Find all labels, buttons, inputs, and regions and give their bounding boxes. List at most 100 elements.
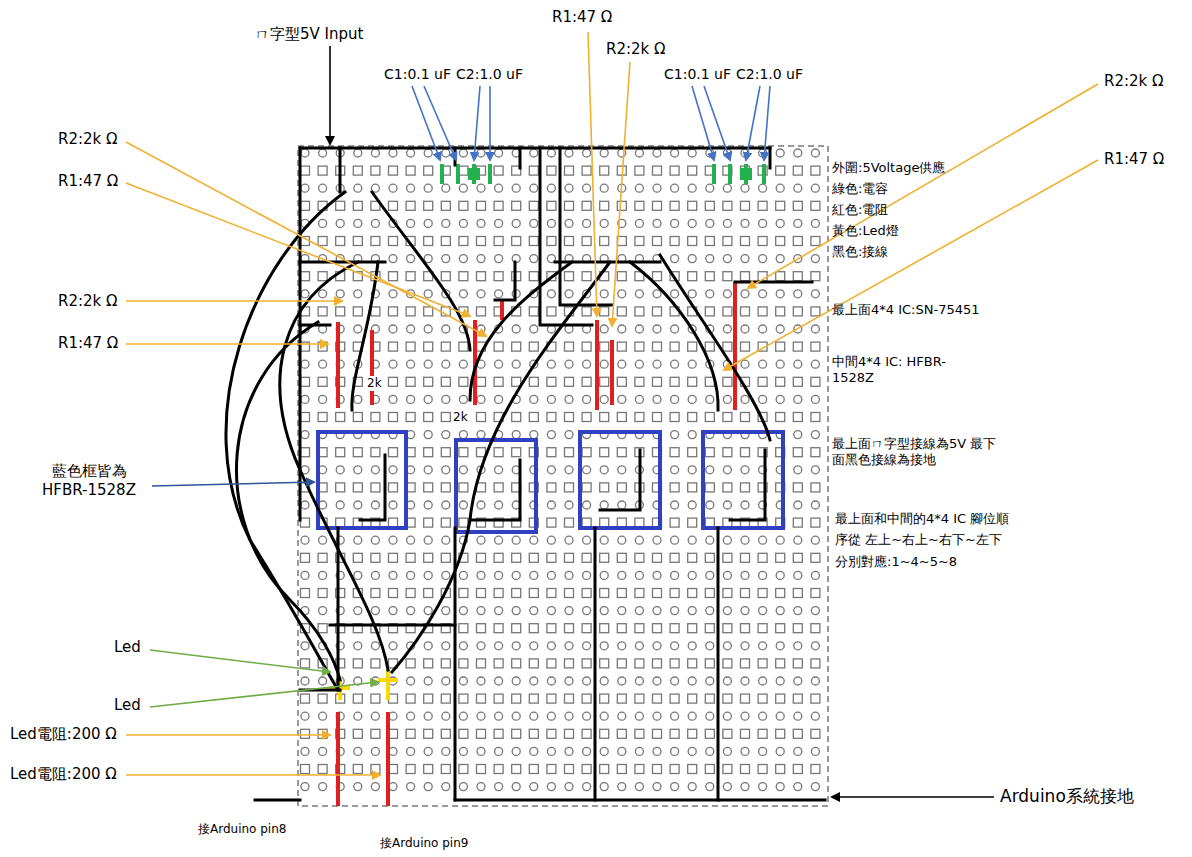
hole-square [529,624,538,633]
hole-round [706,466,714,474]
hole-round [653,783,661,791]
hole-round [354,184,362,192]
hole-round [618,712,626,720]
hole-square [406,201,415,210]
leader-line [588,32,597,316]
led-symbol [386,668,390,700]
hole-round [565,642,573,650]
hole-square [336,307,345,316]
hole-round [600,184,608,192]
hole-square [776,413,785,422]
hole-round [354,466,362,474]
hole-round [600,219,608,227]
hole-square [494,201,503,210]
hole-square [723,201,732,210]
hole-square [565,659,574,668]
hole-round [794,677,802,685]
hole-square [512,694,521,703]
callout-label: Led [114,638,141,657]
hole-round [811,536,819,544]
hole-round [512,536,520,544]
hole-square [371,694,380,703]
hole-round [407,149,415,157]
hole-round [301,536,309,544]
leader-line [126,774,380,776]
hole-square [741,237,750,246]
callout-label: Led電阻:200 Ω [10,725,117,744]
hole-round [354,501,362,509]
hole-square [512,237,521,246]
callout-label: R1:47 Ω [58,334,118,353]
hole-round [547,677,555,685]
hole-round [759,607,767,615]
hole-square [653,694,662,703]
hole-round [301,712,309,720]
hole-square [617,589,626,598]
hole-round [477,219,485,227]
hole-round [495,783,503,791]
leader-line [150,650,330,672]
hole-square [617,518,626,527]
hole-square [406,342,415,351]
hole-square [353,659,362,668]
hole-round [618,642,626,650]
hole-square [582,483,591,492]
wire [392,262,610,672]
hole-square [494,553,503,562]
hole-round [512,783,520,791]
hole-square [512,413,521,422]
hole-round [424,360,432,368]
hole-round [776,783,784,791]
hole-square [318,765,327,774]
hole-round [477,431,485,439]
hole-square [582,237,591,246]
hole-square [301,659,310,668]
hole-square [406,765,415,774]
hole-square [723,237,732,246]
hole-round [495,466,503,474]
hole-square [371,659,380,668]
hole-square [600,307,609,316]
hole-square [565,729,574,738]
hole-square [600,342,609,351]
hole-square [565,694,574,703]
hole-round [635,219,643,227]
hole-round [794,712,802,720]
hole-square [565,237,574,246]
hole-round [459,783,467,791]
hole-round [442,149,450,157]
hole-square [582,589,591,598]
hole-square [582,518,591,527]
hole-square [565,518,574,527]
hole-square [617,765,626,774]
hole-round [530,712,538,720]
hole-round [671,571,679,579]
hole-square [424,694,433,703]
hole-square [723,448,732,457]
hole-square [406,589,415,598]
hole-square [617,272,626,281]
hole-square [547,483,556,492]
hole-round [477,501,485,509]
hole-square [741,729,750,738]
hole-round [565,536,573,544]
hole-round [635,571,643,579]
hole-round [407,607,415,615]
hole-square [441,342,450,351]
hole-square [371,729,380,738]
hole-square [600,237,609,246]
hole-square [600,448,609,457]
hole-round [565,219,573,227]
hole-square [336,237,345,246]
hole-round [530,431,538,439]
hole-square [477,377,486,386]
hole-round [459,149,467,157]
hole-square [441,237,450,246]
hole-square [741,272,750,281]
hole-round [741,747,749,755]
hole-round [495,712,503,720]
hole-round [389,607,397,615]
hole-square [353,483,362,492]
hole-round [495,395,503,403]
hole-square [547,377,556,386]
